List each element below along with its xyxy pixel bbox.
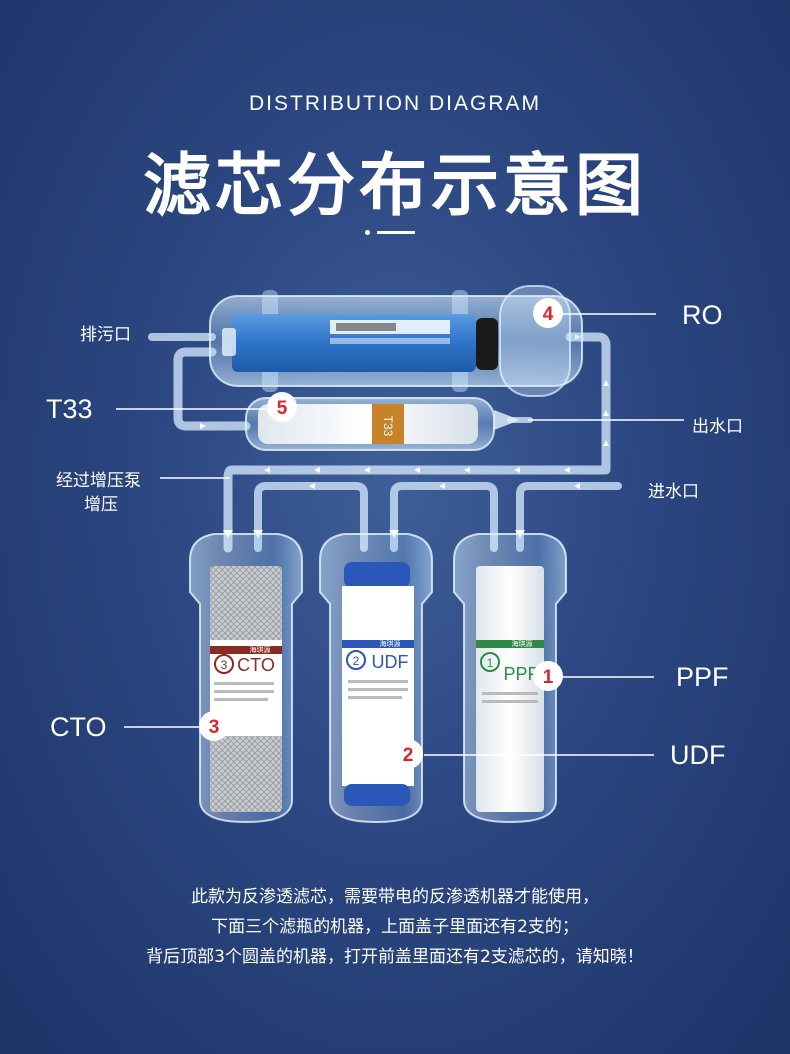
ppf-core [476,566,544,812]
marker-3: 3 [199,711,229,741]
title-decoration [365,230,425,236]
pump-label-line2: 增压 [84,495,118,515]
marker-1: 1 [533,661,563,691]
cto-core-name: CTO [237,655,275,675]
t33-label: T33 [46,394,93,424]
ppf-core-name: PPF [503,664,538,684]
leader-lines [116,313,684,756]
footer-line-2: 下面三个滤瓶的机器，上面盖子里面还有2支的； [211,917,579,937]
cto-brand: 海琪源 [250,645,271,654]
marker-4-text: 4 [543,304,554,325]
markers: 4 5 1 3 2 [199,298,563,769]
udf-bottom-cap [344,784,410,806]
udf-badge: 2 [353,654,360,668]
ppf-canister: 海琪源 1 PPF [453,533,567,824]
ro-label: RO [682,300,723,330]
ppf-label: PPF [676,662,729,692]
marker-3-text: 3 [209,717,220,738]
marker-5: 5 [267,392,297,422]
diagram-title: 滤芯分布示意图 [142,147,647,226]
cto-label: CTO [50,712,107,742]
udf-core-name: UDF [372,652,409,672]
diagram-subtitle: DISTRIBUTION DIAGRAM [248,92,541,115]
udf-label: UDF [670,740,726,770]
cto-badge: 3 [221,658,228,672]
marker-5-text: 5 [277,398,288,419]
footer-line-3: 背后顶部3个圆盖的机器，打开前盖里面还有2支滤芯的，请知晓！ [146,947,644,967]
udf-brand: 海琪源 [380,639,401,648]
ro-to-t33-pipe [173,347,251,431]
marker-1-text: 1 [543,667,554,688]
ppf-badge: 1 [487,656,494,670]
marker-2: 2 [393,739,423,769]
outlet-label: 出水口 [692,417,743,437]
footer-line-1: 此款为反渗透滤芯，需要带电的反渗透机器才能使用， [191,887,599,907]
marker-2-text: 2 [403,745,414,766]
udf-top-cap [344,562,410,588]
t33-body-label: T33 [381,416,395,437]
inlet-label: 进水口 [648,482,699,502]
cto-canister: 海琪源 3 CTO [189,533,303,824]
ppf-brand: 海琪源 [512,639,533,648]
t33-filter: T33 [245,397,520,451]
pump-label-line1: 经过增压泵 [56,471,141,491]
marker-4: 4 [533,298,563,328]
ro-housing [209,285,583,397]
footer-note: 此款为反渗透滤芯，需要带电的反渗透机器才能使用， 下面三个滤瓶的机器，上面盖子里… [0,882,790,972]
udf-canister: 海琪源 2 UDF [319,533,433,824]
inlet-pipe [516,482,622,552]
drain-label: 排污口 [80,325,131,345]
ro-right-pipe [223,332,611,553]
